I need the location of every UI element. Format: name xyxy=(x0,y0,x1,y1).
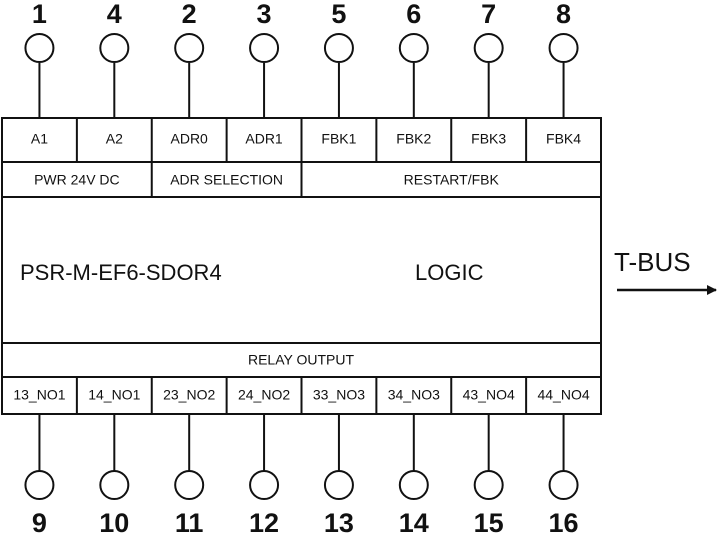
module-name: PSR-M-EF6-SDOR4 xyxy=(20,260,222,285)
terminal-pin-12: 12 xyxy=(249,414,279,536)
terminal-label-adr0: ADR0 xyxy=(171,131,209,147)
terminal-label-13-no1: 13_NO1 xyxy=(13,387,65,403)
pin-number: 15 xyxy=(474,508,504,536)
terminal-pin-10: 10 xyxy=(99,414,129,536)
terminal-circle-icon xyxy=(24,470,55,500)
terminal-label-34-no3: 34_NO3 xyxy=(388,387,440,403)
terminal-circle-icon xyxy=(323,470,354,500)
terminal-circle-icon xyxy=(473,470,504,500)
pin-number: 3 xyxy=(257,0,272,29)
terminal-pin-5: 5 xyxy=(323,0,354,118)
tbus-label: T-BUS xyxy=(614,247,691,277)
terminal-label-fbk3: FBK3 xyxy=(471,131,506,147)
terminal-label-14-no1: 14_NO1 xyxy=(88,387,140,403)
terminal-circle-icon xyxy=(398,470,429,500)
terminal-pin-7: 7 xyxy=(473,0,504,118)
terminal-circle-icon xyxy=(99,33,130,63)
terminal-label-fbk1: FBK1 xyxy=(321,131,356,147)
group-label-adr-selection: ADR SELECTION xyxy=(170,172,283,188)
pin-number: 5 xyxy=(331,0,346,29)
terminal-pin-1: 1 xyxy=(24,0,55,118)
top-terminal-cells: A1 A2 ADR0 ADR1 FBK1 FBK2 FBK3 FBK4 xyxy=(31,118,581,162)
terminal-label-23-no2: 23_NO2 xyxy=(163,387,215,403)
terminal-label-a2: A2 xyxy=(106,131,123,147)
terminal-circle-icon xyxy=(174,470,205,500)
pin-number: 10 xyxy=(99,508,129,536)
terminal-circle-icon xyxy=(548,33,579,63)
terminal-circle-icon xyxy=(323,33,354,63)
terminal-label-fbk2: FBK2 xyxy=(396,131,431,147)
bottom-terminal-cells: 13_NO1 14_NO1 23_NO2 24_NO2 33_NO3 34_NO3 43_N… xyxy=(13,377,590,414)
terminal-pin-8: 8 xyxy=(548,0,579,118)
terminal-pin-16: 16 xyxy=(549,414,579,536)
pin-number: 9 xyxy=(32,508,47,536)
pin-number: 16 xyxy=(549,508,579,536)
pin-number: 6 xyxy=(406,0,421,29)
terminal-pin-14: 14 xyxy=(399,414,429,536)
terminal-label-adr1: ADR1 xyxy=(245,131,283,147)
bottom-pins: 9 10 11 12 13 14 15 16 xyxy=(24,414,579,536)
tbus-arrow: T-BUS xyxy=(614,247,717,295)
pin-number: 7 xyxy=(481,0,496,29)
pin-number: 2 xyxy=(182,0,197,29)
terminal-circle-icon xyxy=(249,470,280,500)
pin-number: 11 xyxy=(175,508,204,536)
terminal-pin-6: 6 xyxy=(398,0,429,118)
terminal-circle-icon xyxy=(24,33,55,63)
terminal-label-24-no2: 24_NO2 xyxy=(238,387,290,403)
pin-number: 12 xyxy=(249,508,279,536)
pin-number: 8 xyxy=(556,0,571,29)
pin-number: 13 xyxy=(324,508,354,536)
terminal-pin-15: 15 xyxy=(474,414,504,536)
group-label-pwr-24v-dc: PWR 24V DC xyxy=(34,172,120,188)
terminal-pin-9: 9 xyxy=(24,414,55,536)
pin-number: 4 xyxy=(107,0,122,29)
terminal-label-33-no3: 33_NO3 xyxy=(313,387,365,403)
group-label-restart-fbk: RESTART/FBK xyxy=(404,172,500,188)
terminal-label-fbk4: FBK4 xyxy=(546,131,581,147)
terminal-circle-icon xyxy=(99,470,130,500)
terminal-label-a1: A1 xyxy=(31,131,48,147)
top-pins: 1 4 2 3 5 6 7 8 xyxy=(24,0,579,118)
logic-label: LOGIC xyxy=(415,260,484,285)
terminal-pin-3: 3 xyxy=(249,0,280,118)
terminal-circle-icon xyxy=(249,33,280,63)
terminal-pin-2: 2 xyxy=(174,0,205,118)
terminal-pin-11: 11 xyxy=(174,414,205,536)
terminal-circle-icon xyxy=(398,33,429,63)
pin-number: 14 xyxy=(399,508,429,536)
terminal-label-43-no4: 43_NO4 xyxy=(463,387,515,403)
pin-number: 1 xyxy=(32,0,47,29)
terminal-circle-icon xyxy=(548,470,579,500)
relay-output-label: RELAY OUTPUT xyxy=(248,352,355,368)
terminal-circle-icon xyxy=(174,33,205,63)
terminal-pin-4: 4 xyxy=(99,0,130,118)
terminal-circle-icon xyxy=(473,33,504,63)
top-group-row: PWR 24V DC ADR SELECTION RESTART/FBK xyxy=(34,162,499,197)
terminal-label-44-no4: 44_NO4 xyxy=(537,387,589,403)
terminal-pin-13: 13 xyxy=(324,414,354,536)
